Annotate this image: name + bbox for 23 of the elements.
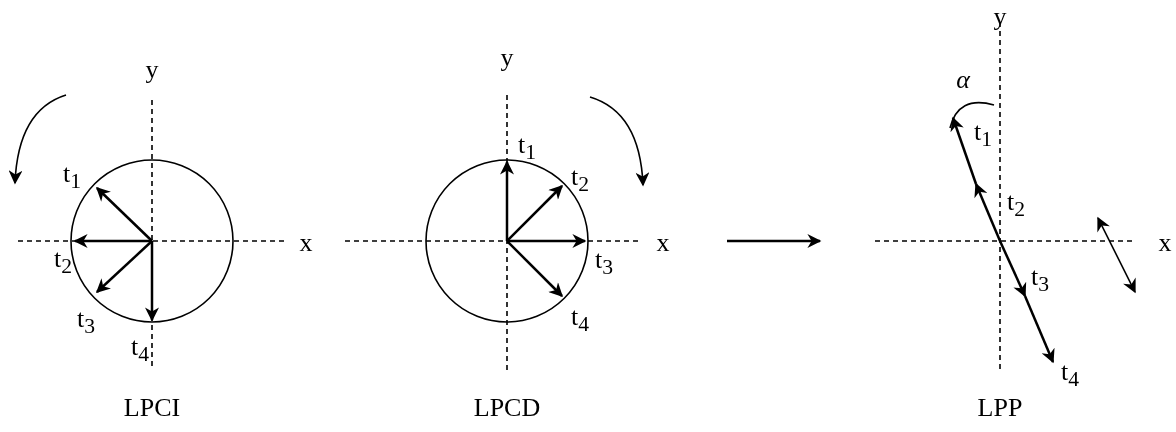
vector-label: t$_{4}$ [570, 304, 590, 336]
vector-label: t$_{1}$ [62, 161, 82, 193]
axis-label: y [993, 4, 1007, 30]
axis-label: x [656, 230, 670, 256]
axis-label: x [1158, 230, 1172, 256]
panel-caption: LPP [977, 395, 1023, 421]
panel-caption: LPCI [123, 395, 181, 421]
axis-label: y [500, 45, 514, 71]
vector-label: t$_{2}$ [570, 164, 590, 196]
vector-label: t$_{3}$ [76, 306, 96, 338]
angle-label: α [956, 67, 970, 93]
axis-label: x [299, 230, 313, 256]
arrow [727, 234, 822, 248]
vector-label: t$_{2}$ [53, 246, 73, 278]
panel-caption: LPCD [473, 395, 541, 421]
vector-label: t$_{3}$ [1030, 264, 1050, 296]
axis-label: y [145, 57, 159, 83]
vector-label: t$_{3}$ [594, 247, 614, 279]
vector-label: t$_{2}$ [1006, 189, 1026, 221]
vector-label: t$_{4}$ [130, 334, 150, 366]
vector-label: t$_{1}$ [517, 132, 537, 164]
vector-label: t$_{4}$ [1060, 359, 1080, 391]
vector-label: t$_{1}$ [973, 119, 993, 151]
